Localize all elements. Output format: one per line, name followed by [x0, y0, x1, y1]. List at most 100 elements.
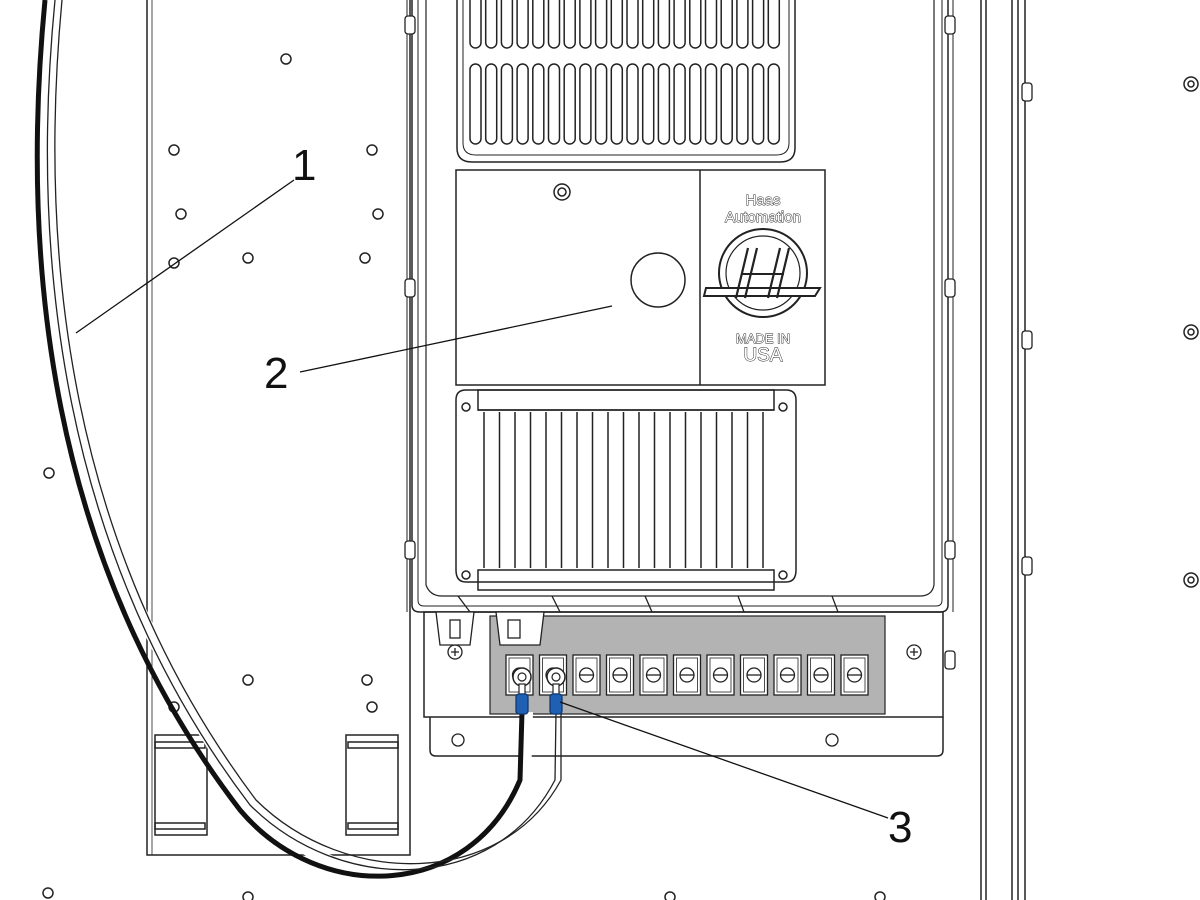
plate-hole: [359, 252, 371, 264]
vent-slot: [704, 0, 718, 49]
vent-slot: [751, 0, 765, 49]
left-mounting-plate: [146, 0, 411, 856]
vent-slot: [594, 63, 608, 145]
right-rail: [980, 0, 1199, 900]
plate-hole: [168, 257, 180, 269]
plate-hole: [664, 891, 676, 900]
terminal: [706, 654, 735, 696]
vent-slot: [563, 0, 576, 49]
vent-slot: [532, 0, 545, 49]
vent-slot: [516, 0, 529, 49]
side-bolt: [404, 15, 416, 35]
vent-slot: [767, 63, 781, 145]
terminal: [672, 654, 702, 696]
plate-hole: [242, 891, 254, 900]
vent-slot: [484, 63, 498, 145]
vent-slot: [469, 0, 482, 49]
leader-line-2: [299, 305, 613, 373]
terminal: [572, 654, 601, 696]
white-wire-outline-b: [54, 0, 562, 865]
vent-slot: [626, 63, 639, 145]
indicator-light: [630, 252, 686, 308]
vent-slot: [579, 0, 592, 49]
terminal: [739, 654, 769, 696]
plate-hole: [42, 887, 54, 899]
vent-slot: [641, 63, 655, 145]
plate-hole: [168, 144, 180, 156]
plate-hole: [242, 252, 254, 264]
vent-slot: [594, 0, 608, 49]
plate-hole: [366, 144, 378, 156]
vent-slot: [767, 0, 781, 49]
callout-1: 1: [292, 141, 316, 190]
vent-slot: [673, 0, 686, 49]
vent-slot: [579, 63, 592, 145]
cable-pair: [34, 0, 562, 881]
vent-slot: [532, 63, 545, 145]
terminal: [773, 654, 802, 696]
vent-slot: [689, 63, 702, 145]
vent-slot: [720, 63, 733, 145]
ring-terminal: [546, 667, 566, 715]
plate-hole: [43, 467, 55, 479]
plate-hole: [372, 208, 384, 220]
vent-slot: [563, 63, 576, 145]
vent-slot: [610, 63, 624, 145]
vent-slot: [547, 63, 561, 145]
plate-hole: [366, 701, 378, 713]
terminal-block-assembly: [423, 611, 944, 757]
callout-3: 3: [888, 803, 912, 852]
plate-hole: [175, 208, 187, 220]
vent-slot: [516, 63, 529, 145]
ring-terminal: [512, 667, 532, 715]
leader-line-3: [559, 701, 889, 819]
black-wire: [34, 0, 525, 879]
vent-slot: [736, 63, 749, 145]
vent-slot: [500, 0, 514, 49]
terminal: [639, 654, 668, 696]
side-bolt: [1021, 82, 1033, 102]
vent-slot: [547, 0, 561, 49]
white-wire-outline-a: [46, 0, 557, 871]
callout-2: 2: [264, 349, 288, 398]
crimp-terminals: [512, 667, 566, 715]
vent-slot: [610, 0, 624, 49]
plate-hole: [280, 53, 292, 65]
haas-label: Haas Automation MADE IN USA: [702, 192, 822, 366]
plate-holes: [42, 53, 886, 900]
label-line-made-in: MADE IN: [736, 331, 790, 346]
vent-slot: [484, 0, 498, 49]
side-bolt: [1021, 330, 1033, 350]
vent-slot: [657, 0, 671, 49]
plate-hole: [242, 674, 254, 686]
label-line-haas: Haas: [745, 192, 780, 209]
unit-housing: [406, 0, 954, 613]
vent-slot: [720, 0, 733, 49]
label-line-automation: Automation: [725, 209, 801, 226]
side-bolt: [944, 278, 956, 298]
vent-slot: [657, 63, 671, 145]
side-bolt: [404, 278, 416, 298]
vent-slot: [704, 63, 718, 145]
vent-slot: [689, 0, 702, 49]
top-vent-grille: [456, 0, 796, 163]
vent-slot: [751, 63, 765, 145]
side-bolt: [944, 650, 956, 670]
side-bolt: [404, 540, 416, 560]
side-bolt: [944, 15, 956, 35]
vent-slot: [736, 0, 749, 49]
vent-slot: [673, 63, 686, 145]
vent-slot: [469, 63, 482, 145]
vent-slot: [500, 63, 514, 145]
heatsink: [455, 389, 797, 591]
side-bolt: [1021, 556, 1033, 576]
label-line-usa: USA: [743, 345, 782, 366]
vent-slot: [626, 0, 639, 49]
plate-hole: [361, 674, 373, 686]
bracket-tabs: [154, 734, 399, 836]
terminal: [806, 654, 836, 696]
vent-slot: [641, 0, 655, 49]
connector-clips: [435, 611, 545, 646]
faceplate: [455, 169, 826, 386]
side-bolt: [944, 540, 956, 560]
